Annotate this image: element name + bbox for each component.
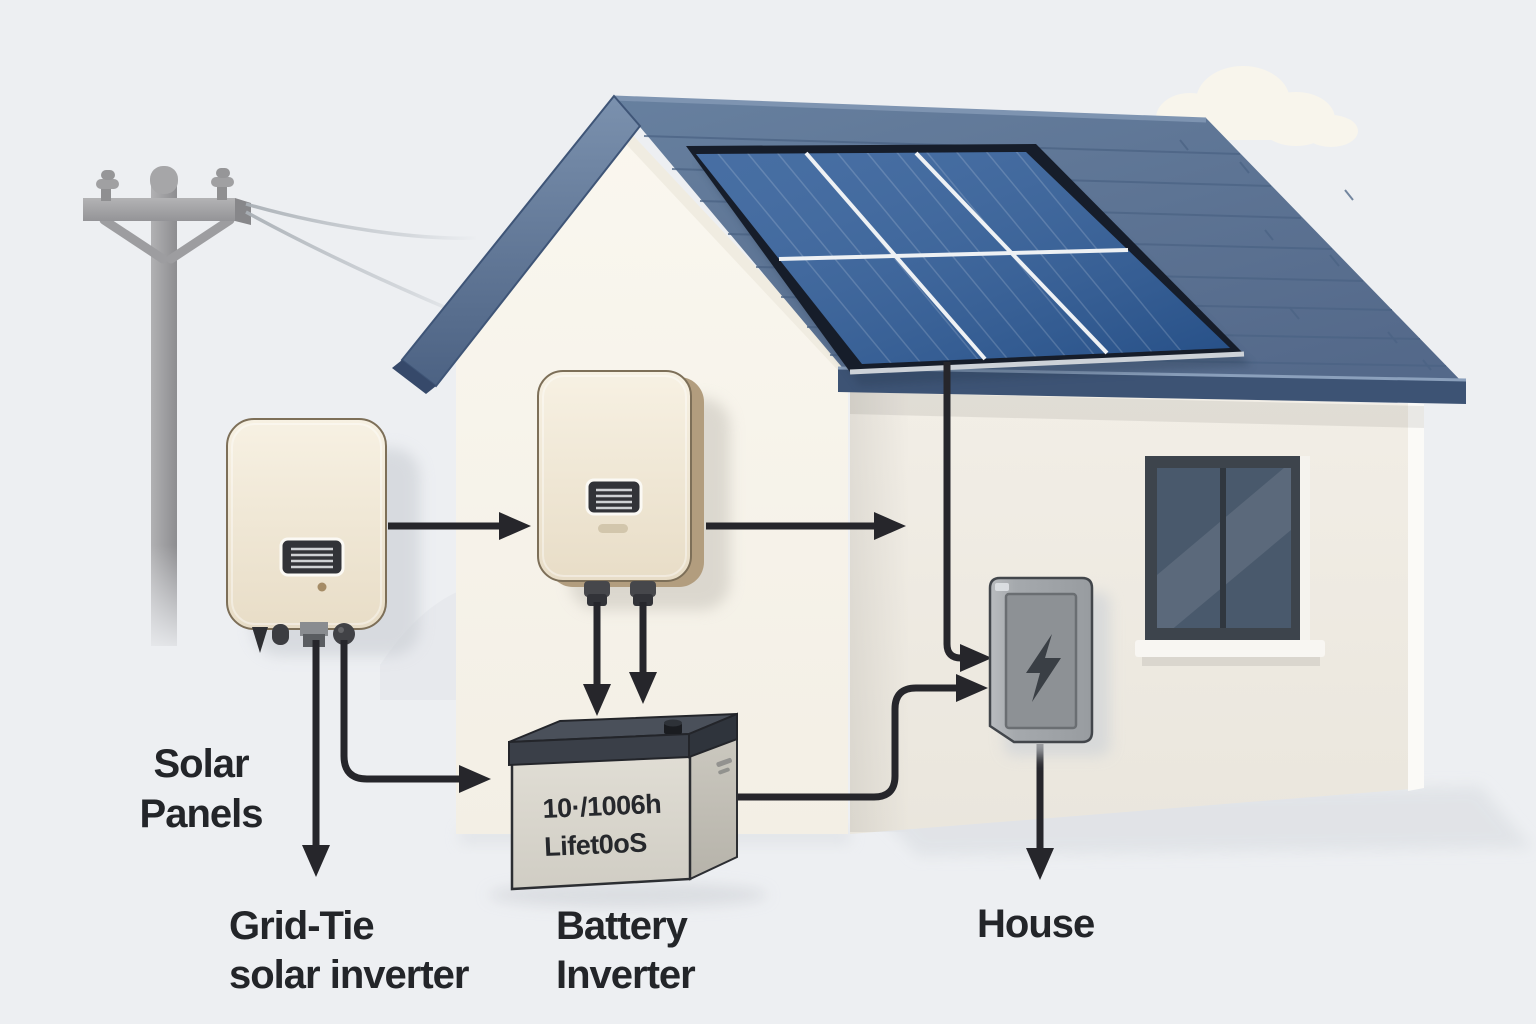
panel-notch: [995, 583, 1009, 591]
grid-tie-connectors: [252, 622, 355, 653]
battery-embossed-mark: [716, 757, 732, 775]
battery: 10·/1006h Lifet0oS: [488, 712, 768, 908]
window-sill-shadow: [1142, 657, 1320, 666]
grid-tie-body: [226, 418, 387, 630]
battery-lid-side: [688, 712, 738, 759]
battery-printed-text: 10·/1006h Lifet0oS: [542, 789, 662, 862]
grid-tie-inverter: [226, 418, 420, 656]
battery-ground-shadow: [488, 882, 768, 908]
label-solar-panels-line2: Panels: [140, 792, 263, 836]
window: [1135, 456, 1325, 666]
battery-text-line1: 10·/1006h: [542, 789, 662, 824]
roof-rake-tip: [392, 360, 436, 394]
lightning-bolt-icon: [1026, 634, 1061, 702]
arrow-gridtie-to-battery: [340, 640, 491, 793]
electrical-panel: [988, 576, 1110, 756]
diagram-labels: Solar Panels Grid-Tie solar inverter Bat…: [140, 742, 1096, 997]
solar-cell-grid: [778, 151, 1129, 361]
window-divider: [1220, 468, 1226, 628]
insulator: [211, 168, 234, 200]
window-side-trim: [1300, 456, 1310, 642]
power-line-upper: [245, 202, 477, 240]
battery-inverter: [537, 370, 730, 610]
utility-pole: [83, 166, 477, 660]
label-house: House: [977, 902, 1094, 946]
eave-shadow: [850, 392, 1424, 428]
grille-slats: [596, 488, 632, 510]
battery-inverter-highlight: [542, 375, 687, 577]
pole-fade: [143, 545, 185, 660]
corner-trim: [1408, 403, 1424, 791]
label-solar-panels-line1: Solar: [153, 742, 248, 786]
pole-crossarm: [83, 198, 235, 221]
label-battery-inverter-line1: Battery: [556, 904, 689, 948]
indicator-pill: [598, 524, 628, 533]
label-grid-tie-line2: solar inverter: [229, 953, 469, 997]
arrow-battery-to-panel: [735, 674, 988, 801]
battery-inverter-connectors: [584, 581, 656, 606]
arrow-solar-to-panel: [943, 362, 992, 672]
battery-text-line2: Lifet0oS: [544, 828, 648, 862]
solar-panel-array: [686, 144, 1252, 386]
solar-array-edge-highlight: [849, 351, 1245, 375]
window-sill: [1135, 640, 1325, 657]
house-side-wall: [850, 390, 1424, 834]
battery-terminal-top: [664, 719, 682, 727]
insulator: [96, 170, 119, 201]
indicator-dot: [317, 582, 327, 592]
gable-trim-right: [608, 118, 852, 376]
flow-arrows: [302, 362, 1054, 880]
label-grid-tie-line1: Grid-Tie: [229, 904, 374, 948]
pole-cap: [150, 166, 178, 194]
solar-cells-shading: [696, 152, 1230, 364]
vent-grille: [279, 537, 345, 577]
pole-brace-right: [166, 215, 235, 264]
roof-ridge-highlight: [613, 95, 1207, 123]
pole-brace-left: [99, 215, 168, 264]
label-battery-inverter-line2: Inverter: [556, 953, 695, 997]
grille-slats: [291, 547, 333, 569]
battery-inverter-body: [537, 370, 692, 582]
corner-shade: [850, 390, 910, 832]
